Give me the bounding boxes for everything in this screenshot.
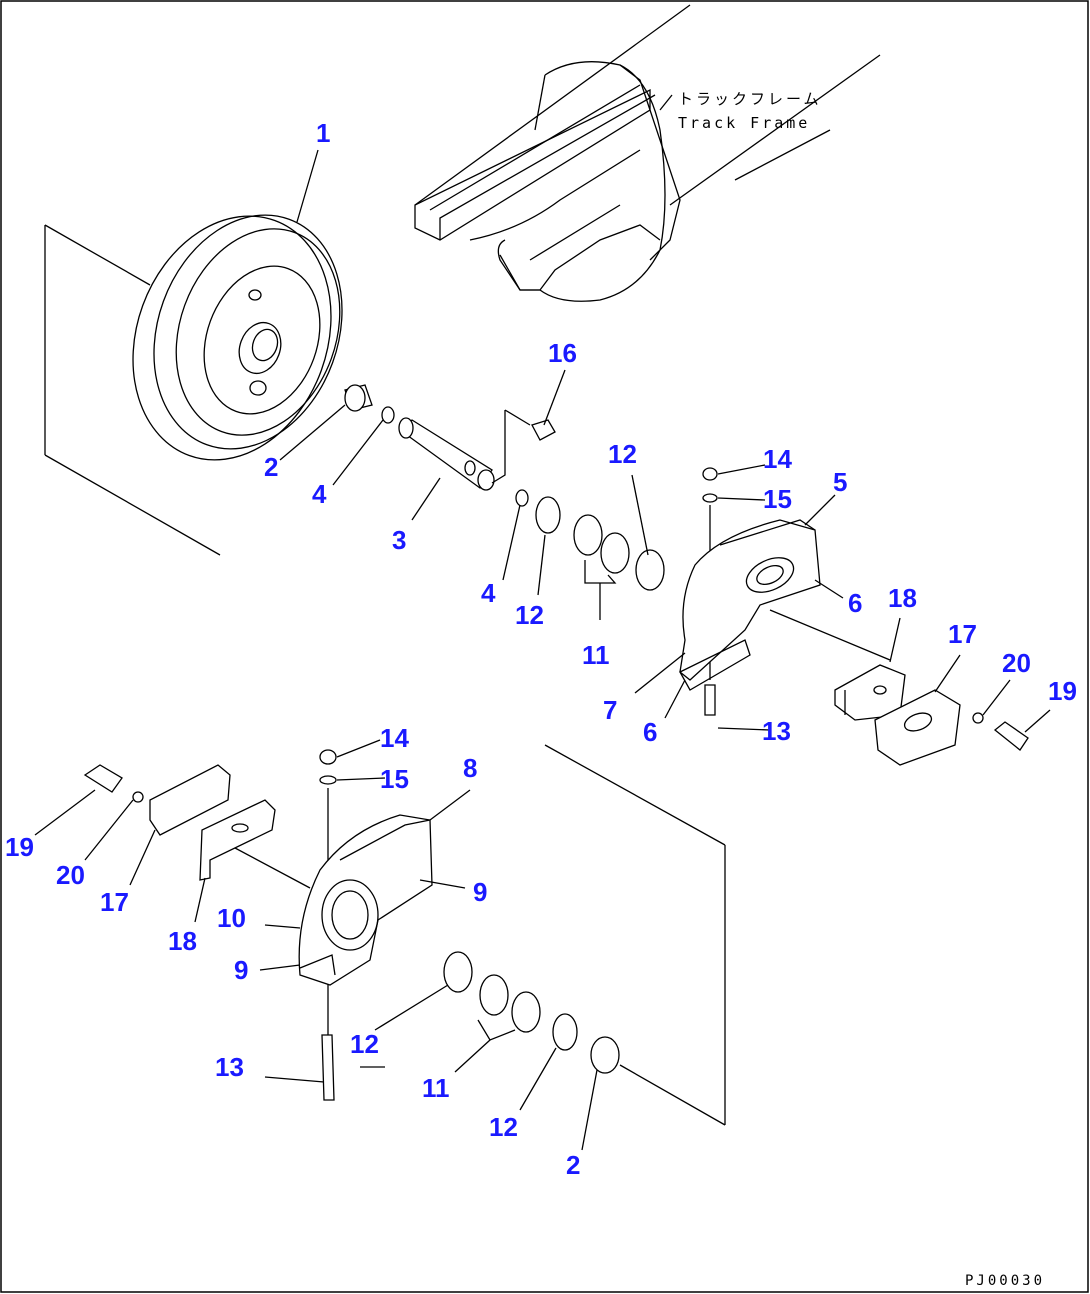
callout-17: 17 <box>948 619 977 649</box>
callout-2: 2 <box>264 452 278 482</box>
leader-lines <box>34 149 1051 1151</box>
callout-19: 19 <box>5 832 34 862</box>
callout-16: 16 <box>548 338 577 368</box>
callout-14: 14 <box>380 723 409 753</box>
callout-12: 12 <box>350 1029 379 1059</box>
callout-15: 15 <box>763 484 792 514</box>
diagram-code: PJ00030 <box>965 1273 1045 1289</box>
idler-wheel-drawing <box>44 214 343 556</box>
callout-11: 11 <box>422 1073 450 1103</box>
callout-5: 5 <box>833 467 847 497</box>
callout-2: 2 <box>566 1150 580 1180</box>
callout-1: 1 <box>316 118 330 148</box>
callout-6: 6 <box>643 717 657 747</box>
callout-18: 18 <box>888 583 917 613</box>
callout-7: 7 <box>603 695 617 725</box>
callout-8: 8 <box>463 753 477 783</box>
callout-12: 12 <box>515 600 544 630</box>
shaft-drawing <box>344 384 665 591</box>
callout-17: 17 <box>100 887 129 917</box>
callout-13: 13 <box>762 716 791 746</box>
callout-15: 15 <box>380 764 409 794</box>
callout-13: 13 <box>215 1052 244 1082</box>
callout-9: 9 <box>473 877 487 907</box>
left-plate-drawing <box>83 764 276 881</box>
callout-10: 10 <box>217 903 246 933</box>
callout-4: 4 <box>481 578 496 608</box>
callout-9: 9 <box>234 955 248 985</box>
right-plate-drawing <box>834 664 1029 766</box>
callout-12: 12 <box>489 1112 518 1142</box>
callout-20: 20 <box>1002 648 1031 678</box>
right-bracket-drawing <box>679 467 891 716</box>
callout-14: 14 <box>763 444 792 474</box>
lower-parts-drawing <box>443 951 726 1126</box>
callout-18: 18 <box>168 926 197 956</box>
callout-3: 3 <box>392 525 406 555</box>
track-frame-drawing <box>414 4 881 302</box>
track-frame-label-en: Track Frame <box>678 114 810 132</box>
callout-4: 4 <box>312 479 327 509</box>
left-bracket-drawing <box>219 744 726 1125</box>
callout-12: 12 <box>608 439 637 469</box>
track-frame-label-ja: トラックフレーム <box>678 90 822 108</box>
callout-numbers: 1 2 4 3 16 12 4 12 11 14 15 5 6 18 17 20… <box>5 118 1077 1180</box>
callout-11: 11 <box>582 640 610 670</box>
callout-20: 20 <box>56 860 85 890</box>
callout-6: 6 <box>848 588 862 618</box>
callout-19: 19 <box>1048 676 1077 706</box>
